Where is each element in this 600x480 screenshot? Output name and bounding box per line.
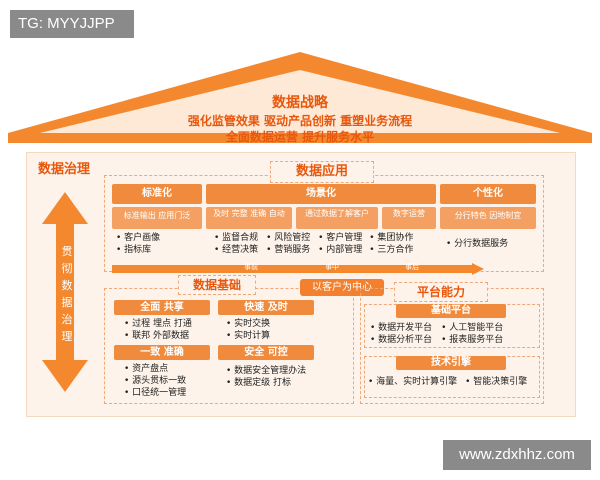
personal-item: • 分行数据服务: [446, 239, 509, 249]
foundation-header-fast: 快速 及时: [218, 300, 314, 315]
personal-sub: 分行特色 因地制宜: [440, 207, 536, 229]
base-platform-header: 基础平台: [396, 304, 506, 318]
governance-double-arrow: [42, 192, 88, 392]
scenario-sub-3: 数字运营: [382, 207, 436, 229]
scenario-sub-1: 及时 完整 准确 自动: [206, 207, 292, 229]
scenario-list: • 监督合规 • 风险管控 • 客户管理 • 集团协作 • 经营决策 • 营销服…: [214, 232, 413, 256]
scenario-item: • 营销服务: [266, 245, 311, 255]
strategy-line-2: 全面数据运营 提升服务水平: [225, 130, 375, 144]
foundation-item: • 过程 埋点 打通: [124, 319, 192, 329]
tech-engine-item: • 海量、实时计算引擎: [368, 377, 458, 387]
standard-item: • 客户画像: [116, 233, 161, 243]
governance-vertical-text: 贯彻数据治理: [61, 245, 73, 343]
scenario-item: • 风险管控: [266, 233, 311, 243]
watermark-top: TG: MYYJJPP: [10, 10, 134, 38]
roof-shape: [8, 52, 592, 143]
governance-title: 数据治理: [38, 162, 91, 177]
foundation-item: • 资产盘点: [124, 364, 169, 374]
foundation-item: • 数据安全管理办法: [226, 366, 307, 376]
foundation-item: • 口径统一管理: [124, 388, 187, 398]
strategy-title: 数据战略: [272, 95, 328, 111]
scenario-item: • 集团协作: [369, 233, 414, 243]
foundation-list-secure: • 数据安全管理办法 • 数据定级 打标: [226, 365, 306, 389]
data-application-title: 数据应用: [270, 161, 374, 183]
standard-sub: 标准输出 应用门泛: [112, 207, 202, 229]
base-platform-item: • 数据分析平台: [370, 335, 433, 345]
foundation-item: • 实时交换: [226, 319, 271, 329]
timeline-during: 事中: [325, 263, 339, 271]
tech-engine-list: • 海量、实时计算引擎 • 智能决策引擎: [368, 376, 527, 388]
foundation-item: • 实时计算: [226, 331, 271, 341]
platform-title: 平台能力: [394, 282, 488, 302]
scenario-item: • 经营决策: [214, 245, 259, 255]
scenario-item: • 内部管理: [318, 245, 363, 255]
foundation-item: • 数据定级 打标: [226, 378, 292, 388]
scenario-item: • 三方合作: [369, 245, 414, 255]
data-foundation-title: 数据基础: [178, 275, 256, 295]
standard-item: • 指标库: [116, 245, 152, 255]
customer-center-label: 以客户为中心: [300, 279, 384, 296]
base-platform-list: • 数据开发平台 • 人工智能平台 • 数据分析平台 • 报表服务平台: [370, 322, 503, 346]
scenario-item: • 客户管理: [318, 233, 363, 243]
foundation-header-share: 全面 共享: [114, 300, 210, 315]
timeline-after: 事后: [405, 263, 419, 271]
personal-list: • 分行数据服务: [446, 238, 508, 250]
personal-header: 个性化: [440, 184, 536, 204]
tech-engine-header: 技术引擎: [396, 356, 506, 370]
standard-list: • 客户画像 • 指标库: [116, 232, 160, 256]
tech-engine-item: • 智能决策引擎: [465, 377, 528, 387]
watermark-bottom: www.zdxhhz.com: [443, 440, 591, 470]
timeline-before: 事前: [244, 263, 258, 271]
scenario-sub-2: 通过数据了解客户: [296, 207, 378, 229]
timeline-arrow: [112, 263, 484, 275]
foundation-list-consistent: • 资产盘点 • 源头贯标一致 • 口径统一管理: [124, 363, 186, 399]
scenario-item: • 监督合规: [214, 233, 259, 243]
foundation-header-secure: 安全 可控: [218, 345, 314, 360]
standard-header: 标准化: [112, 184, 202, 204]
foundation-list-fast: • 实时交换 • 实时计算: [226, 318, 270, 342]
foundation-list-share: • 过程 埋点 打通 • 联邦 外部数据: [124, 318, 192, 342]
base-platform-item: • 人工智能平台: [441, 323, 504, 333]
strategy-line-1: 强化监管效果 驱动产品创新 重塑业务流程: [187, 114, 413, 128]
foundation-item: • 源头贯标一致: [124, 376, 187, 386]
foundation-header-consistent: 一致 准确: [114, 345, 210, 360]
base-platform-item: • 数据开发平台: [370, 323, 433, 333]
scenario-header: 场景化: [206, 184, 436, 204]
base-platform-item: • 报表服务平台: [441, 335, 504, 345]
foundation-item: • 联邦 外部数据: [124, 331, 190, 341]
